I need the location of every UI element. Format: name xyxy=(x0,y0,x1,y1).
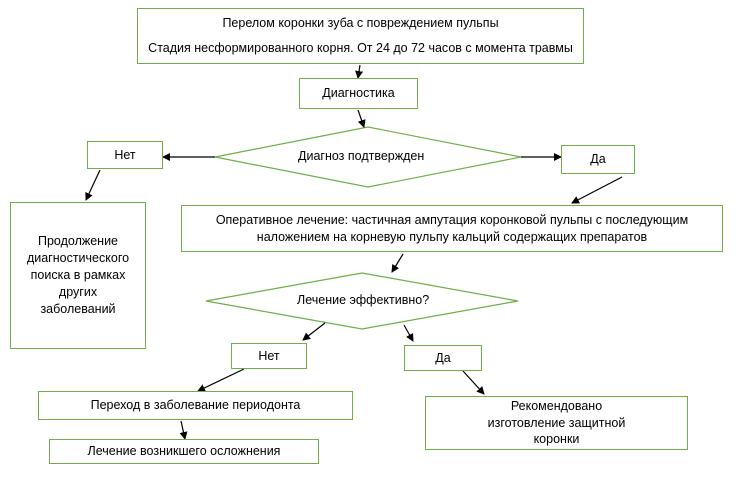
continue-search-label: Продолжение диагностического поиска в ра… xyxy=(26,234,130,316)
no-label-1: Нет xyxy=(114,147,136,162)
title-box: Перелом коронки зуба с повреждением пуль… xyxy=(137,8,584,64)
complication-label: Лечение возникшего осложнения xyxy=(87,444,281,459)
periodontitis-label: Переход в заболевание периодонта xyxy=(90,398,301,413)
arrow-no-to-continue xyxy=(85,169,101,201)
no-label-2: Нет xyxy=(258,348,280,363)
no-box-1: Нет xyxy=(87,141,163,169)
yes-label-1: Да xyxy=(590,152,606,167)
decision-diamond-effective xyxy=(205,272,519,330)
surgery-label: Оперативное лечение: частичная ампутация… xyxy=(215,212,689,244)
diagnostics-box: Диагностика xyxy=(299,78,418,109)
arrow-periodontitis-to-complication xyxy=(179,420,188,440)
decision-diagnosis-label: Диагноз подтвержден xyxy=(298,149,425,163)
arrow-no2-to-periodontitis xyxy=(197,368,245,392)
title-line1: Перелом коронки зуба с повреждением пуль… xyxy=(222,16,499,31)
yes-label-2: Да xyxy=(435,350,451,365)
decision-effective-label: Лечение эффективно? xyxy=(297,293,430,307)
diagnostics-label: Диагностика xyxy=(322,86,395,101)
continue-search-box: Продолжение диагностического поиска в ра… xyxy=(10,202,146,349)
arrow-decision2-to-yes xyxy=(403,324,414,342)
arrow-title-to-diagnostics xyxy=(355,64,364,79)
arrow-yes2-to-crown xyxy=(462,370,485,395)
crown-label: Рекомендовано изготовление защитной коро… xyxy=(487,398,626,447)
crown-box: Рекомендовано изготовление защитной коро… xyxy=(425,396,688,450)
arrow-yes-to-surgery xyxy=(571,176,623,204)
complication-box: Лечение возникшего осложнения xyxy=(49,439,319,464)
arrow-decision2-to-no xyxy=(302,322,326,341)
no-box-2: Нет xyxy=(231,343,307,369)
title-line2: Стадия несформированного корня. От 24 до… xyxy=(148,41,573,55)
arrow-diagnostics-to-decision xyxy=(357,109,366,128)
surgery-box: Оперативное лечение: частичная ампутация… xyxy=(181,205,723,252)
arrow-surgery-to-decision2 xyxy=(391,253,404,273)
periodontitis-box: Переход в заболевание периодонта xyxy=(38,391,353,420)
yes-box-2: Да xyxy=(404,345,482,371)
yes-box-1: Да xyxy=(561,145,635,174)
